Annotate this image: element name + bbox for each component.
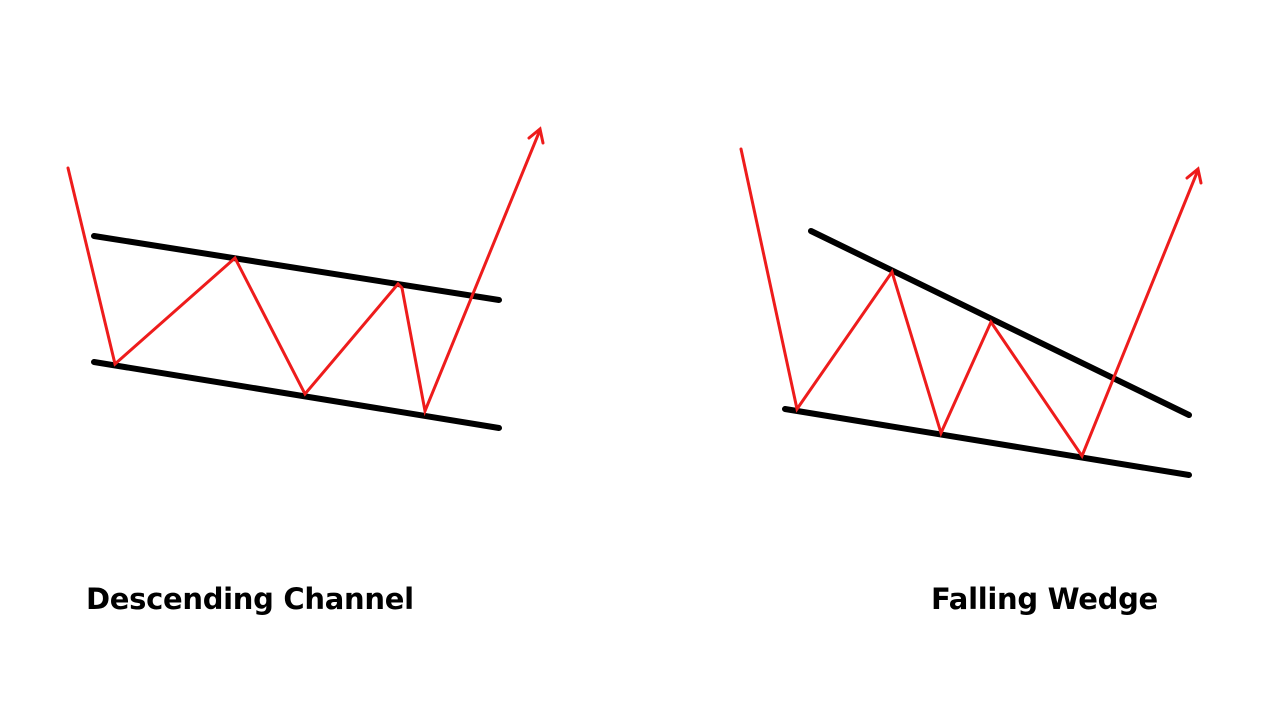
channel-breakout-arrowhead xyxy=(527,126,545,145)
channel-upper-trendline xyxy=(91,233,502,303)
descending-channel-caption: Descending Channel xyxy=(86,582,414,616)
wedge-breakout-arrowhead xyxy=(1185,166,1203,185)
falling-wedge-caption: Falling Wedge xyxy=(931,582,1158,616)
descending-channel-diagram xyxy=(66,126,545,431)
wedge-price-path xyxy=(739,147,1200,460)
falling-wedge-diagram xyxy=(739,147,1203,478)
wedge-upper-trendline xyxy=(808,228,1192,418)
channel-lower-trendline xyxy=(91,359,502,431)
channel-price-path xyxy=(66,128,542,417)
wedge-lower-trendline xyxy=(782,406,1192,478)
